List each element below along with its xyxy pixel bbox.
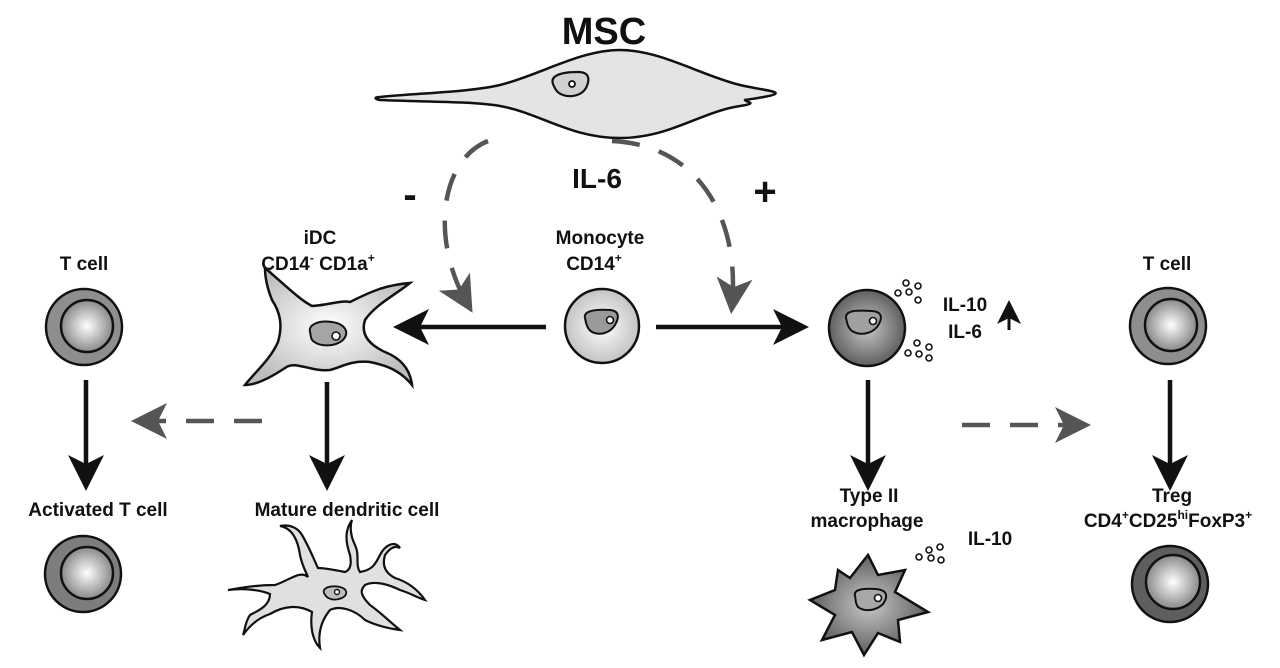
idc-nucleus — [308, 320, 348, 347]
t-cell-right-node: T cell — [1128, 254, 1208, 366]
macrophage-precursor-nucleus — [845, 309, 882, 335]
mature-dc-nucleolus — [333, 588, 341, 596]
monocyte-nucleolus — [605, 315, 615, 325]
secreted-il10-dots — [915, 543, 945, 564]
mature-dc-node: Mature dendritic cell — [227, 500, 440, 652]
t-cell-left-node: T cell — [44, 254, 124, 367]
activated-t-cell-node: Activated T cell — [28, 500, 168, 614]
type2-macrophage-node: Type II macrophage IL-10 — [807, 486, 1012, 658]
t-cell-right-label: T cell — [1143, 254, 1192, 275]
il10-label: IL-10 — [943, 295, 987, 316]
idc-node: iDC CD14- CD1a+ — [242, 228, 414, 390]
activated-t-cell-nucleus — [59, 545, 115, 601]
type2-label: Type II — [840, 486, 899, 507]
msc-cell: MSC — [374, 11, 777, 140]
treg-nucleus — [1144, 553, 1202, 611]
activated-t-cell-label: Activated T cell — [28, 500, 167, 521]
macrophage-precursor-nucleolus — [868, 316, 878, 326]
monocyte-node: Monocyte CD14+ — [556, 228, 645, 365]
monocyte-marker: CD14+ — [566, 251, 622, 275]
treg-label: Treg — [1152, 486, 1192, 507]
t-cell-right-nucleus — [1143, 297, 1199, 353]
macrophage-label: macrophage — [811, 511, 924, 532]
il6-mediator-label: IL-6 — [572, 163, 622, 194]
inhibit-sign: - — [403, 173, 416, 217]
idc-nucleolus — [331, 331, 341, 341]
type2-il10-label: IL-10 — [968, 529, 1012, 550]
secreted-cytokine-dots-upper — [894, 279, 922, 304]
il6-secreted-label: IL-6 — [948, 322, 982, 343]
mature-dc-cell — [227, 519, 428, 652]
idc-label: iDC — [304, 228, 337, 249]
secreted-cytokine-dots-lower — [904, 339, 933, 362]
mature-dc-label: Mature dendritic cell — [255, 500, 440, 521]
treg-markers: CD4+CD25hiFoxP3+ — [1084, 508, 1252, 532]
promote-sign: + — [753, 170, 776, 214]
treg-node: Treg CD4+CD25hiFoxP3+ — [1084, 486, 1252, 624]
msc-nucleolus — [568, 80, 576, 88]
msc-inhibit-arrow — [438, 138, 489, 313]
idc-markers: CD14- CD1a+ — [261, 251, 374, 275]
t-cell-left-nucleus — [59, 298, 115, 354]
t-cell-left-label: T cell — [60, 254, 109, 275]
type2-macrophage-nucleolus — [873, 593, 883, 603]
msc-label: MSC — [562, 11, 646, 53]
msc-promote-arrow — [611, 138, 753, 314]
macrophage-precursor-node: IL-10 IL-6 — [827, 279, 1021, 368]
monocyte-label: Monocyte — [556, 228, 645, 249]
